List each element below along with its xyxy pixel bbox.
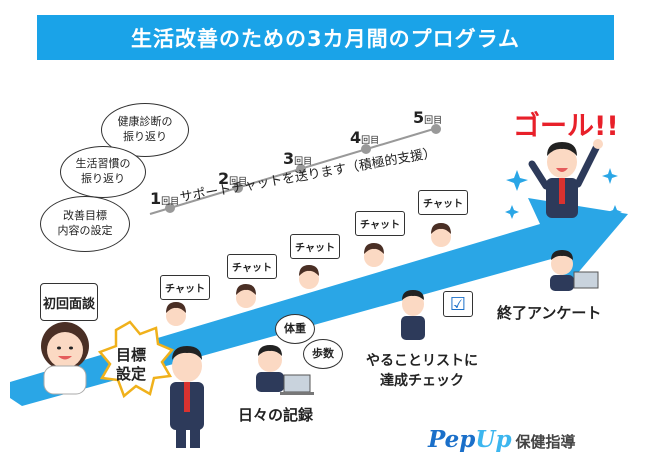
checkbox-icon: ☑ bbox=[443, 291, 473, 317]
round-4-suffix: 回目 bbox=[361, 136, 380, 146]
first-visit-box: 初回面談 bbox=[40, 283, 98, 321]
round-2: 2回目 bbox=[218, 169, 247, 188]
goal-setting-label: 目標 設定 bbox=[116, 346, 147, 383]
bubble-checkup-review: 健康診断の 振り返り bbox=[101, 103, 189, 157]
bubble-lifestyle-review: 生活習慣の 振り返り bbox=[60, 146, 146, 198]
bubble-goal-content-text: 改善目標 内容の設定 bbox=[57, 209, 113, 237]
logo-brand-b: Up bbox=[475, 426, 512, 453]
final-survey-label: 終了アンケート bbox=[497, 304, 602, 322]
round-1-suffix: 回目 bbox=[161, 197, 180, 207]
page-title: 生活改善のための3カ月間のプログラム bbox=[37, 15, 614, 60]
logo-service: 保健指導 bbox=[515, 433, 576, 451]
daily-record-label: 日々の記録 bbox=[238, 406, 314, 424]
celebrating-avatar bbox=[528, 139, 603, 218]
timeline-dot-4 bbox=[361, 144, 371, 154]
timeline-dot-2 bbox=[233, 183, 243, 193]
chat-label-3: チャット bbox=[290, 234, 340, 259]
weight-bubble: 体重 bbox=[275, 314, 315, 344]
round-4: 4回目 bbox=[350, 128, 379, 147]
round-3-suffix: 回目 bbox=[294, 157, 313, 167]
logo-brand: PepUp bbox=[428, 426, 512, 453]
steps-bubble: 歩数 bbox=[303, 339, 343, 369]
round-5-num: 5 bbox=[413, 108, 425, 127]
starburst bbox=[97, 320, 175, 399]
chat-label-5: チャット bbox=[418, 190, 468, 215]
businessman-avatar bbox=[170, 346, 204, 448]
todo-check-label: やることリストに 達成チェック bbox=[366, 353, 478, 389]
round-5-suffix: 回目 bbox=[424, 116, 443, 126]
chat-label-4: チャット bbox=[355, 211, 405, 236]
goal-label: ゴール!! bbox=[513, 111, 619, 142]
survey-user-avatar bbox=[550, 250, 599, 291]
chat-label-1: チャット bbox=[160, 275, 210, 300]
bubble-goal-content: 改善目標 内容の設定 bbox=[40, 196, 130, 252]
checklist-user-avatar bbox=[401, 290, 425, 340]
chat-label-2: チャット bbox=[227, 254, 277, 279]
round-3-num: 3 bbox=[283, 149, 295, 168]
round-3: 3回目 bbox=[283, 149, 312, 168]
sparkle-icon bbox=[505, 168, 622, 219]
bubble-checkup-review-text: 健康診断の 振り返り bbox=[117, 115, 173, 143]
chat-nurse-icon bbox=[166, 227, 451, 326]
timeline-dot-5 bbox=[431, 124, 441, 134]
nurse-avatar bbox=[41, 322, 89, 395]
round-1: 1回目 bbox=[150, 189, 179, 208]
timeline-dot-1 bbox=[165, 203, 175, 213]
timeline-line bbox=[149, 127, 438, 215]
logo-brand-a: Pep bbox=[428, 426, 476, 453]
laptop-user-avatar bbox=[256, 345, 314, 395]
timeline-dot-3 bbox=[296, 164, 306, 174]
bubble-lifestyle-review-text: 生活習慣の 振り返り bbox=[75, 157, 131, 185]
round-2-suffix: 回目 bbox=[229, 177, 248, 187]
steps-text: 歩数 bbox=[312, 346, 334, 360]
weight-text: 体重 bbox=[284, 321, 306, 335]
round-2-num: 2 bbox=[218, 169, 230, 188]
round-5: 5回目 bbox=[413, 108, 442, 127]
round-4-num: 4 bbox=[350, 128, 362, 147]
round-1-num: 1 bbox=[150, 189, 162, 208]
